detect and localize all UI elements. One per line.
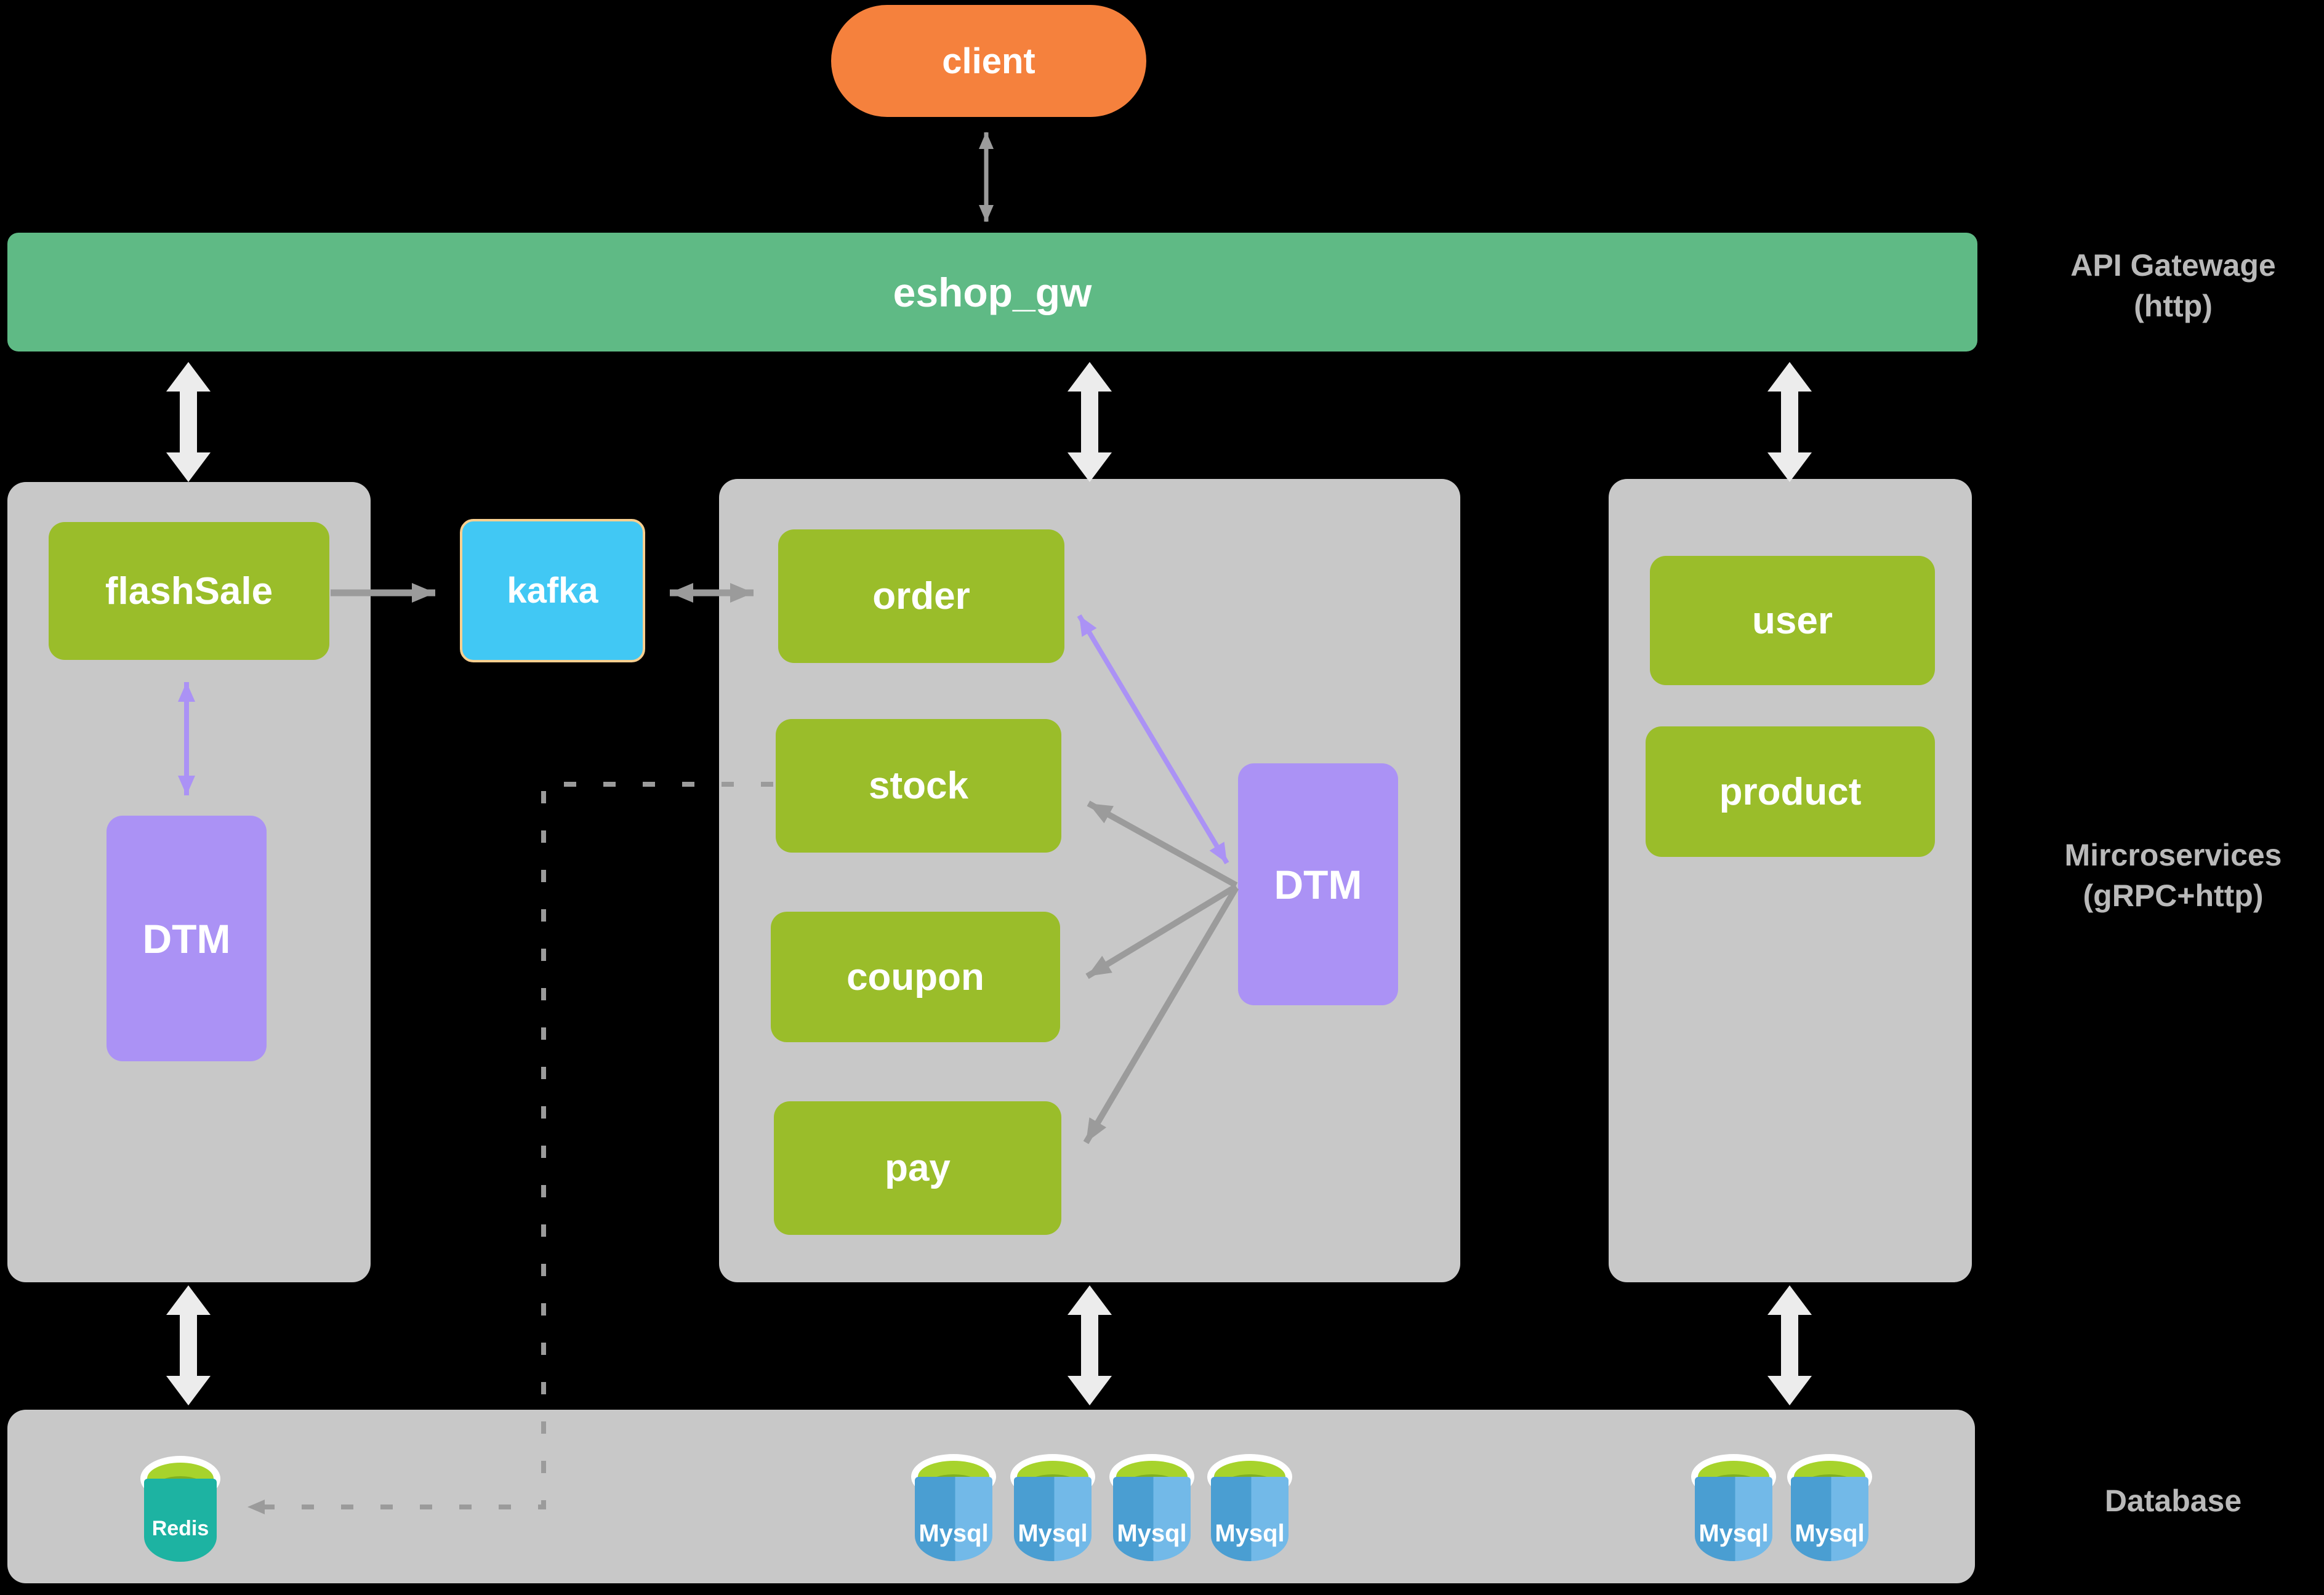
arrow-gateway-user-panel: [1767, 362, 1812, 482]
dtm-left-node: DTM: [107, 816, 267, 1061]
mysql-cylinder-body: [1211, 1477, 1289, 1561]
dtm-middle-node: DTM: [1238, 763, 1398, 1005]
mysql-icon-6: Mysql: [1787, 1454, 1873, 1561]
mysql-label: Mysql: [1795, 1520, 1865, 1547]
microservices-row-label-line1: Mircroservices: [2064, 838, 2282, 872]
flashsale-node: flashSale: [49, 522, 329, 660]
pay-label: pay: [885, 1147, 951, 1189]
api-gateway-row-label: API Gatewage (http): [2025, 245, 2321, 326]
flashsale-panel: flashSale DTM: [7, 482, 371, 1282]
product-label: product: [1719, 770, 1862, 813]
mysql-label: Mysql: [1117, 1520, 1187, 1547]
mysql-icon-3: Mysql: [1109, 1454, 1195, 1561]
order-label: order: [872, 575, 970, 617]
microservices-row-label-line2: (gRPC+http): [2083, 878, 2264, 913]
stock-label: stock: [869, 765, 968, 807]
user-label: user: [1752, 599, 1833, 642]
mysql-cylinder-body: [915, 1477, 992, 1561]
dtm-middle-label: DTM: [1274, 861, 1362, 907]
kafka-node: kafka: [460, 519, 645, 662]
mysql-label: Mysql: [1215, 1520, 1285, 1547]
user-node: user: [1650, 556, 1935, 685]
redis-cylinder-body: [144, 1479, 217, 1562]
user-panel: user product: [1609, 479, 1972, 1282]
mysql-icon-5: Mysql: [1691, 1454, 1777, 1561]
client-node: client: [831, 5, 1146, 117]
mysql-icon-2: Mysql: [1010, 1454, 1096, 1561]
mysql-cylinder-body: [1113, 1477, 1191, 1561]
mysql-icon-4: Mysql: [1207, 1454, 1293, 1561]
eshop-gateway-node: eshop_gw: [7, 233, 1977, 352]
mysql-cylinder-body: [1695, 1477, 1772, 1561]
microservices-row-label: Mircroservices (gRPC+http): [2025, 835, 2321, 916]
coupon-node: coupon: [771, 912, 1060, 1042]
arrow-flashsale-panel-database: [166, 1285, 211, 1405]
mysql-label: Mysql: [1018, 1520, 1088, 1547]
kafka-label: kafka: [507, 571, 598, 611]
product-node: product: [1646, 726, 1935, 857]
stock-node: stock: [776, 719, 1061, 853]
mysql-icon-1: Mysql: [911, 1454, 997, 1561]
mysql-label: Mysql: [919, 1520, 989, 1547]
client-label: client: [942, 41, 1035, 81]
arrow-gateway-flashsale-panel: [166, 362, 211, 482]
database-row-label-line1: Database: [2104, 1484, 2242, 1518]
api-gateway-row-label-line2: (http): [2134, 289, 2213, 323]
coupon-label: coupon: [846, 955, 984, 998]
flashsale-label: flashSale: [105, 569, 273, 613]
arrow-gateway-order-panel: [1068, 362, 1112, 482]
database-row-label: Database: [2025, 1480, 2321, 1521]
dtm-left-label: DTM: [142, 915, 231, 962]
pay-node: pay: [774, 1101, 1061, 1235]
redis-icon: Redis: [140, 1456, 220, 1562]
eshop-gateway-label: eshop_gw: [893, 269, 1092, 315]
redis-label: Redis: [151, 1517, 209, 1540]
database-bar: Redis Mysql Mysql Mysql Mysql Mysql: [7, 1410, 1975, 1583]
arrow-user-panel-database: [1767, 1285, 1812, 1405]
api-gateway-row-label-line1: API Gatewage: [2070, 248, 2276, 283]
mysql-cylinder-body: [1014, 1477, 1092, 1561]
mysql-label: Mysql: [1699, 1520, 1769, 1547]
order-panel: order stock coupon pay DTM: [719, 479, 1460, 1282]
order-node: order: [778, 529, 1064, 663]
mysql-cylinder-body: [1791, 1477, 1868, 1561]
arrow-order-panel-database: [1068, 1285, 1112, 1405]
